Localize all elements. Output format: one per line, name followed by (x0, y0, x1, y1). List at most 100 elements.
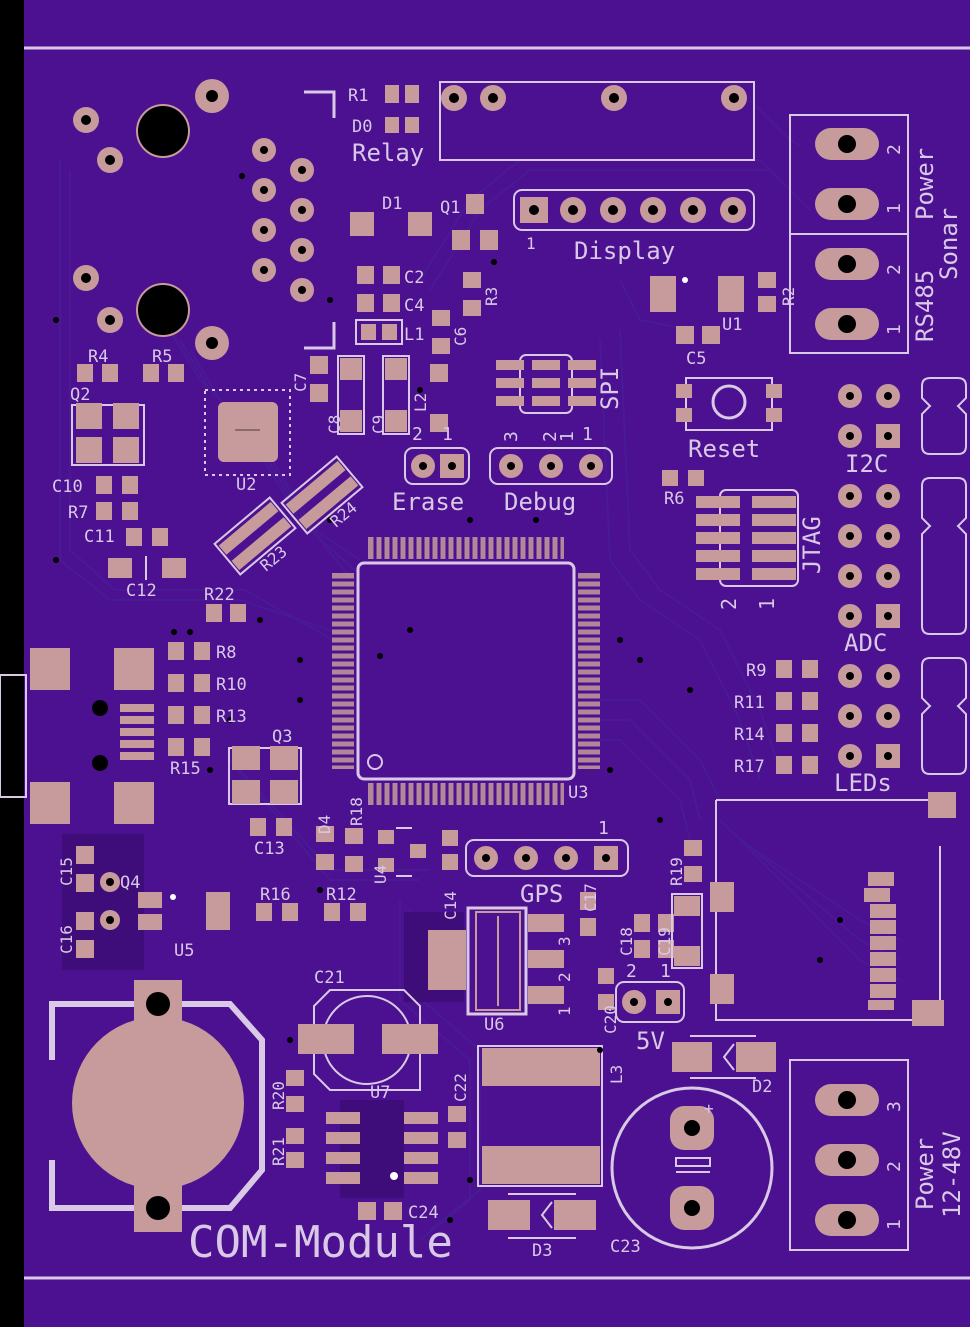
label-u5: U5 (174, 941, 194, 961)
usb-outline (0, 674, 27, 798)
label-r2: R2 (779, 287, 798, 306)
label-c20: C20 (601, 1005, 620, 1034)
label-gps-pin1: 1 (598, 818, 609, 839)
label-r21: R21 (269, 1137, 288, 1166)
battery-holder (48, 980, 265, 1232)
label-sonar: Sonar (935, 208, 963, 280)
label-pin1b: 1 (884, 324, 905, 335)
label-adc: ADC (844, 629, 887, 657)
label-debug-pin1a: 1 (557, 431, 578, 442)
relay-connector (73, 79, 336, 360)
label-c22: C22 (451, 1073, 470, 1102)
r23-r24 (213, 455, 364, 576)
label-leds: LEDs (834, 769, 892, 797)
label-pin1a: 1 (884, 203, 905, 214)
label-c19: C19 (655, 927, 674, 956)
label-c4: C4 (404, 296, 424, 316)
usb-connector (30, 648, 154, 824)
label-c14: C14 (441, 891, 460, 920)
u1-r2-c5 (650, 272, 776, 344)
label-r7: R7 (68, 503, 88, 523)
label-gps: GPS (520, 880, 563, 908)
label-l3: L3 (607, 1065, 626, 1084)
label-u4: U4 (371, 865, 390, 884)
label-q3: Q3 (272, 727, 292, 747)
led-resistors (776, 660, 818, 774)
gps-header (465, 839, 629, 877)
label-c8: C8 (325, 415, 344, 434)
label-r3: R3 (482, 287, 501, 306)
d1-q1 (350, 194, 498, 250)
d3-diode (488, 1193, 596, 1239)
label-rs485: RS485 (911, 270, 939, 342)
c21-capacitor (298, 989, 438, 1091)
label-c12: C12 (126, 581, 157, 601)
label-c10: C10 (52, 477, 83, 497)
terminal-power-input (789, 1059, 909, 1251)
label-jtag-pin1: 1 (755, 598, 779, 610)
label-power-in: Power (911, 1138, 939, 1210)
relay-block (385, 81, 755, 161)
label-c9: C9 (369, 415, 388, 434)
label-r14: R14 (734, 725, 765, 745)
label-debug-pin2: 2 (540, 431, 561, 442)
label-r20: R20 (269, 1081, 288, 1110)
label-5v: 5V (636, 1027, 665, 1055)
label-c23: C23 (610, 1237, 641, 1257)
label-power: Power (911, 148, 939, 220)
label-d0: D0 (352, 117, 372, 137)
label-q4: Q4 (120, 873, 140, 893)
l3-inductor (477, 1045, 603, 1187)
c7-c9-cluster (310, 355, 448, 435)
resistor-column (168, 604, 246, 756)
label-q1: Q1 (440, 198, 460, 218)
label-c2: C2 (404, 268, 424, 288)
label-r19: R19 (667, 857, 686, 886)
label-r4: R4 (88, 347, 108, 367)
u3-mcu (332, 537, 600, 805)
label-power-range: 12-48V (938, 1131, 966, 1218)
q4-cluster (62, 834, 230, 970)
label-pwr-pin1: 1 (884, 1219, 905, 1230)
label-c15: C15 (57, 857, 76, 886)
label-reset: Reset (688, 435, 760, 463)
label-r8: R8 (216, 643, 236, 663)
q2-r4-r5 (71, 364, 184, 466)
label-display: Display (574, 237, 675, 265)
label-r12: R12 (326, 885, 357, 905)
u7-cluster (286, 1070, 466, 1220)
label-display-pin1: 1 (526, 234, 536, 253)
d4-r18-u4 (316, 826, 458, 877)
label-r10: R10 (216, 675, 247, 695)
spi-jumper (496, 354, 596, 414)
label-debug-pin3: 3 (501, 431, 522, 442)
d2-diode (672, 1035, 776, 1079)
label-c17: C17 (581, 883, 600, 912)
c10-c12-cluster (96, 476, 186, 580)
label-c5: C5 (686, 349, 706, 369)
r16-r12 (256, 903, 366, 921)
q3-c13 (228, 746, 302, 836)
vias (53, 173, 843, 1223)
label-r22: R22 (204, 585, 235, 605)
jtag-header (662, 470, 799, 587)
label-i2c: I2C (845, 450, 888, 478)
label-c24: C24 (408, 1203, 439, 1223)
reset-button (676, 377, 782, 431)
label-u6-pin1: 1 (555, 1006, 574, 1016)
silkscreen-labels: R1 D0 Relay D1 Q1 Display 1 C2 C4 L1 C6 … (52, 86, 966, 1268)
u2-qfn (204, 389, 291, 476)
label-d4: D4 (315, 815, 334, 834)
label-q2: Q2 (70, 385, 90, 405)
label-5v-pin2: 2 (626, 961, 637, 982)
label-debug-pin1: 1 (582, 424, 593, 445)
label-relay: Relay (352, 139, 424, 167)
c23-capacitor (610, 1086, 774, 1250)
label-r5: R5 (152, 347, 172, 367)
label-u1: U1 (722, 315, 742, 335)
label-r18: R18 (347, 797, 366, 826)
label-r13: R13 (216, 707, 247, 727)
label-r6: R6 (664, 489, 684, 509)
